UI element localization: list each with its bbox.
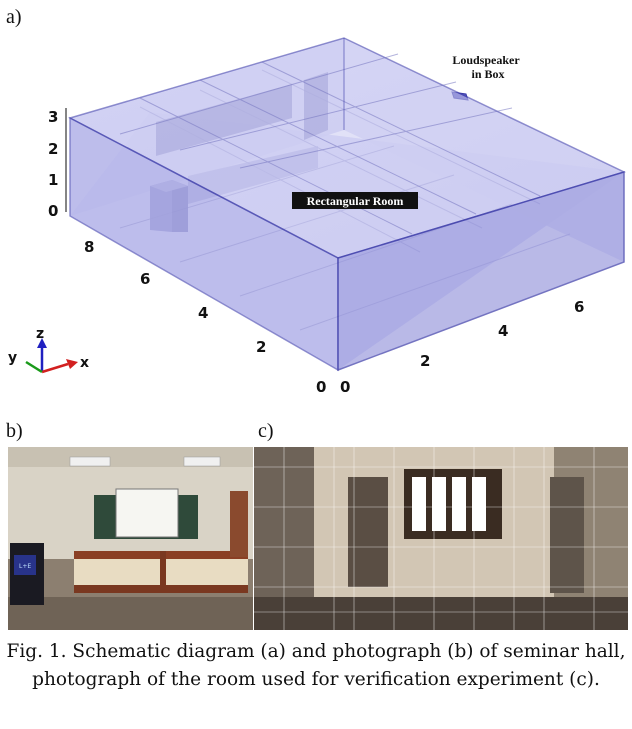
verification-room-photo (254, 447, 628, 630)
figure-caption: Fig. 1. Schematic diagram (a) and photog… (6, 641, 626, 690)
ac-unit-right (183, 456, 221, 467)
door (230, 491, 248, 557)
z-tick-2: 2 (48, 140, 58, 158)
x-axis-arrow (41, 362, 69, 374)
z-axis: 0 1 2 3 (48, 108, 67, 220)
projector-screen (115, 488, 179, 538)
room-front-right-wall (337, 170, 625, 372)
room-schematic: 0 1 2 3 0 2 4 6 8 0 2 4 6 Rectangular Ro… (8, 37, 627, 396)
panel-c-label: c) (258, 420, 274, 442)
panel-a-label: a) (6, 6, 22, 28)
left-door (348, 477, 388, 587)
panel-b-label: b) (6, 420, 23, 442)
seminar-hall-photo: L+E (8, 447, 253, 630)
right-door (550, 477, 584, 593)
x-tick-6: 6 (574, 298, 584, 316)
speaker-label-line2: in Box (471, 67, 504, 81)
axis-triad: z x y (8, 326, 89, 374)
x-axis: 0 2 4 6 (340, 298, 584, 396)
x-tick-2: 2 (420, 352, 430, 370)
z-tick-3: 3 (48, 108, 58, 126)
speaker-label-line1: Loudspeaker (452, 53, 520, 67)
z-tick-1: 1 (48, 171, 58, 189)
y-tick-6: 6 (140, 270, 150, 288)
y-tick-8: 8 (84, 238, 94, 256)
ac-unit-left (69, 456, 111, 467)
y-axis-arrow (25, 360, 43, 374)
room-label-box (292, 192, 418, 209)
x-tick-4: 4 (498, 322, 508, 340)
y-tick-4: 4 (198, 304, 208, 322)
triad-x-label: x (80, 355, 89, 371)
triad-z-label: z (36, 326, 44, 342)
triad-y-label: y (8, 350, 17, 366)
x-tick-0: 0 (340, 378, 350, 396)
y-axis: 0 2 4 6 8 (84, 238, 326, 396)
z-tick-0: 0 (48, 202, 58, 220)
y-tick-0: 0 (316, 378, 326, 396)
svg-text:L+E: L+E (19, 563, 31, 570)
mesh-overlay (254, 447, 628, 630)
y-tick-2: 2 (256, 338, 266, 356)
room-label: Rectangular Room (307, 194, 404, 208)
ceiling-grid (119, 53, 541, 235)
